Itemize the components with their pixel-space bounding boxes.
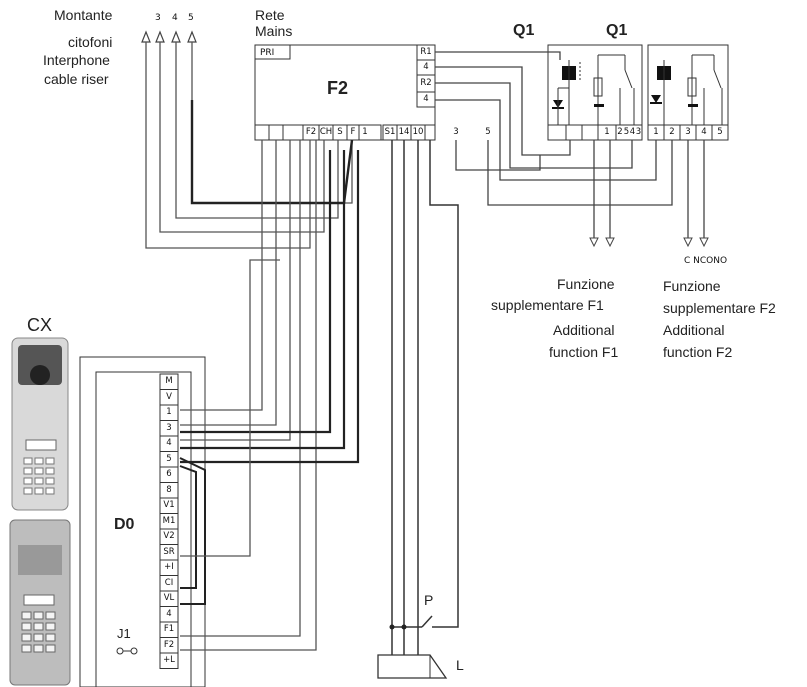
d0-terminal-label: +L (163, 655, 175, 665)
f2-term-r2: R2 (420, 78, 432, 88)
q1-relay-b-terminals (647, 124, 729, 141)
d0-terminal-strip (159, 373, 179, 669)
riser-label-en-2: cable riser (44, 71, 109, 87)
f2-to-d0-wires (180, 140, 317, 651)
f1-label-it: Funzione (557, 276, 615, 292)
d0-terminal-box (159, 652, 179, 669)
f1-label-it-2: supplementare F1 (491, 297, 604, 313)
f2-term-3: 3 (453, 127, 459, 137)
riser-label-it-2: citofoni (68, 34, 113, 50)
d0-terminal-label: V2 (163, 531, 175, 541)
pushbutton-contact-icon (421, 615, 433, 628)
cx-panel-top (11, 337, 69, 511)
riser-term-3: 3 (155, 13, 161, 23)
d0-terminal-label: F2 (163, 639, 175, 650)
riser-label-it: Montante (54, 7, 113, 23)
f2-term-f2: F2 (305, 127, 317, 137)
q1b-term-5: 5 (717, 127, 723, 137)
q1a-term-1: 1 (604, 127, 610, 137)
q1b-term-4: 4 (701, 127, 707, 137)
q1-label-a: Q1 (513, 22, 535, 39)
q1a-term-4: 4 (629, 127, 636, 137)
d0-sr-wire (180, 259, 280, 557)
f2-term-4b: 4 (423, 94, 429, 104)
q1a-term-2: 2 (617, 127, 623, 137)
f2-label-en-2: function F2 (663, 344, 733, 360)
c-nc-no-label: C NCONO (684, 256, 728, 266)
q1b-term-3: 3 (685, 127, 691, 137)
f1-label-en: Additional (553, 322, 615, 338)
q1a-term-3: 3 (635, 127, 642, 137)
q1b-term-1: 1 (653, 127, 659, 137)
f2-term-ch: CH (319, 127, 333, 137)
cx-label: CX (27, 315, 53, 335)
f2-term-5: 5 (485, 127, 491, 137)
j1-jumper-icon (116, 647, 138, 655)
mains-label-en: Mains (255, 23, 293, 39)
q1-label-b: Q1 (606, 22, 628, 39)
f2-unit (254, 44, 436, 141)
f2-term-1: 1 (362, 127, 368, 137)
d0-terminal-label: M1 (162, 515, 176, 526)
button-wires (391, 140, 459, 655)
f2-to-d0-dark-wires (180, 150, 360, 464)
f2-term-f: F (350, 127, 356, 137)
f2-term-4a: 4 (423, 62, 429, 72)
d0-loop-wire (179, 457, 206, 605)
f2-term-10: 10 (412, 127, 424, 137)
riser-arrows (141, 30, 197, 43)
p-label: P (424, 592, 434, 608)
d0-terminal-label: 1 (166, 407, 172, 417)
l-label: L (456, 657, 464, 673)
f2-term-s1: S1 (384, 127, 396, 137)
riser-term-5: 5 (188, 13, 194, 23)
f1-label-en-2: function F1 (549, 344, 619, 360)
d0-terminal-label: V (166, 391, 172, 402)
f2-to-q1-wires (435, 51, 673, 206)
d0-terminal-label: +I (164, 562, 174, 572)
d0-terminal-label: 5 (166, 453, 172, 464)
d0-terminal-label: 3 (166, 422, 172, 433)
mains-label-it: Rete (255, 7, 285, 23)
d0-terminal-label: V1 (163, 500, 175, 510)
f2-label-it: Funzione (663, 278, 721, 294)
q1-output-wires (593, 140, 705, 238)
f2-term-s: S (337, 127, 343, 137)
d0-terminal-label: SR (163, 546, 175, 557)
f2-bottom-terminal-strip (254, 124, 436, 141)
q1-relay-a-terminals (547, 124, 643, 141)
q1a-term-5: 5 (623, 127, 630, 137)
d0-terminal-label: 4 (166, 608, 172, 619)
riser-label-en: Interphone (43, 52, 110, 68)
pri-label: PRI (260, 48, 275, 58)
riser-term-4: 4 (172, 13, 178, 23)
d0-terminal-label: 8 (166, 484, 172, 495)
diode-b-icon (651, 95, 661, 103)
f2-term-14: 14 (398, 127, 410, 137)
q1b-term-2: 2 (669, 127, 675, 137)
f2-label-it-2: supplementare F2 (663, 300, 776, 316)
relay-contact-b-icon (713, 69, 722, 89)
d0-terminal-label: VL (163, 593, 175, 603)
j1-label: J1 (117, 626, 131, 641)
d0-terminal-label: 6 (166, 469, 172, 479)
d0-terminal-label: M (165, 376, 173, 386)
cx-panel-bottom (9, 519, 71, 686)
pri-box (254, 44, 291, 60)
f2-title: F2 (327, 78, 349, 98)
d0-terminal-label: CI (164, 577, 174, 588)
lock-l-icon (377, 654, 448, 679)
d0-terminal-label: F1 (163, 624, 175, 634)
d0-label: D0 (114, 516, 135, 533)
output-arrows (589, 237, 709, 248)
relay-contact-icon (624, 69, 633, 89)
f2-label-en: Additional (663, 322, 725, 338)
d0-terminal-label: 4 (166, 438, 172, 448)
f2-term-r1: R1 (420, 47, 432, 57)
riser-wires-dark (190, 100, 354, 205)
